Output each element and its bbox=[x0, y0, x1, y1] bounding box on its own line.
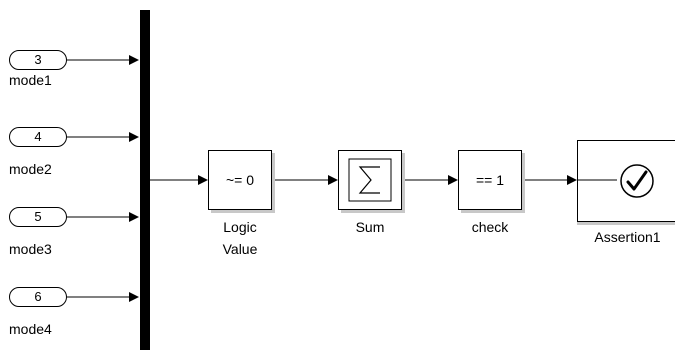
assertion-inner-line bbox=[577, 179, 617, 181]
logic-label-line2: Value bbox=[222, 241, 258, 257]
inport-label-mode2: mode2 bbox=[9, 161, 52, 177]
inport-number: 4 bbox=[34, 129, 42, 144]
sigma-icon bbox=[348, 158, 392, 202]
checkmark-icon bbox=[619, 164, 654, 198]
inport-number: 6 bbox=[34, 289, 42, 304]
logic-block-text: ~= 0 bbox=[225, 172, 255, 188]
assertion-label: Assertion1 bbox=[594, 229, 661, 245]
check-label: check bbox=[471, 219, 509, 235]
sum-block[interactable] bbox=[338, 150, 402, 210]
check-block-text: == 1 bbox=[475, 172, 505, 188]
sum-label: Sum bbox=[355, 219, 385, 235]
inport-mode4[interactable]: 6 bbox=[9, 287, 67, 307]
assertion-block[interactable] bbox=[577, 140, 675, 222]
logic-value-block[interactable]: ~= 0 bbox=[208, 150, 272, 210]
logic-label-line1: Logic bbox=[223, 219, 257, 235]
inport-mode3[interactable]: 5 bbox=[9, 207, 67, 227]
inport-number: 3 bbox=[34, 52, 42, 67]
inport-label-mode4: mode4 bbox=[9, 321, 52, 337]
mux-block[interactable] bbox=[140, 10, 150, 350]
check-block[interactable]: == 1 bbox=[458, 150, 522, 210]
logic-value-label: Logic Value bbox=[200, 216, 280, 260]
inport-label-mode1: mode1 bbox=[9, 72, 52, 88]
inport-label-mode3: mode3 bbox=[9, 241, 52, 257]
inport-number: 5 bbox=[34, 209, 42, 224]
inport-mode1[interactable]: 3 bbox=[9, 50, 67, 70]
inport-mode2[interactable]: 4 bbox=[9, 127, 67, 147]
